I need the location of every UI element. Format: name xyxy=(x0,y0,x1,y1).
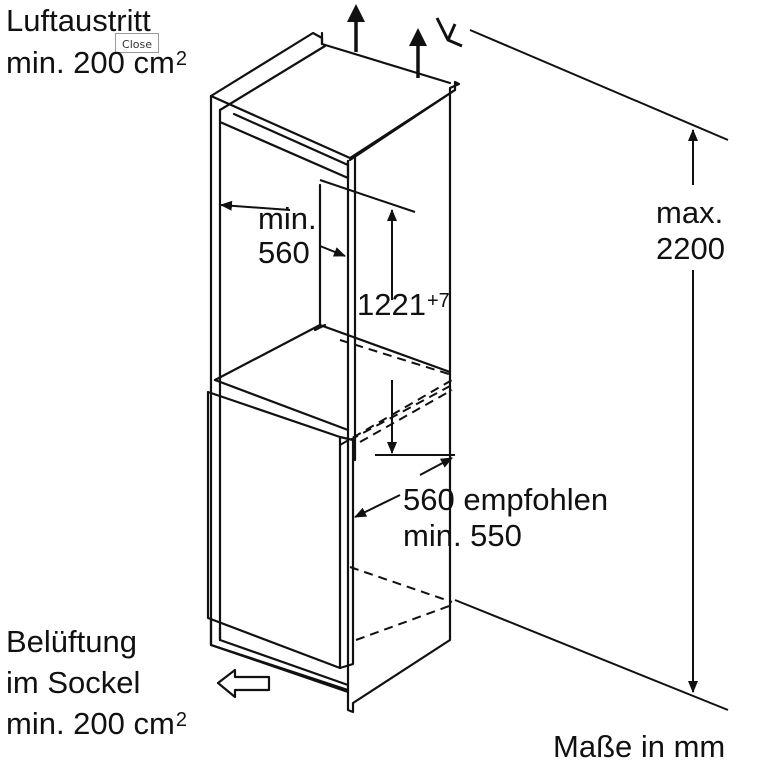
units-label: Maße in mm xyxy=(553,729,726,764)
close-button[interactable]: Close xyxy=(115,33,159,53)
air-outlet-label-sup: 2 xyxy=(175,48,187,70)
plinth xyxy=(209,618,350,694)
appliance-body xyxy=(206,390,355,670)
width-dimension xyxy=(220,179,416,257)
max-height-label-line1: max. xyxy=(656,195,724,230)
plinth-vent-arrow xyxy=(216,668,271,699)
niche-height-dimension xyxy=(375,209,455,456)
vent-label-line3: min. 200 cm2 xyxy=(6,706,187,741)
cabinet-outline xyxy=(209,31,461,714)
depth-label-line1: 560 empfohlen xyxy=(403,482,609,517)
min-width-label-line1: min. xyxy=(258,201,317,236)
vent-label-line2: im Sockel xyxy=(6,665,141,700)
compartment-shelf xyxy=(213,183,452,432)
air-outlet-label-line2: min. 200 cm2 xyxy=(6,45,187,80)
depth-dimension xyxy=(354,457,453,518)
niche-height-label: 1221+7 xyxy=(357,287,450,322)
vent-label-sup: 2 xyxy=(175,709,187,731)
air-outlet-label-line1: Luftaustritt xyxy=(6,3,151,38)
depth-label-line2: min. 550 xyxy=(403,518,522,553)
hidden-lines xyxy=(339,339,453,641)
air-outlet-arrows xyxy=(347,4,463,78)
max-height-label-line2: 2200 xyxy=(656,231,725,266)
niche-height-tolerance: +7 xyxy=(426,290,450,312)
vent-label-line1: Belüftung xyxy=(6,624,137,659)
max-height-dimension xyxy=(454,29,729,711)
min-width-label-line2: 560 xyxy=(258,235,310,270)
